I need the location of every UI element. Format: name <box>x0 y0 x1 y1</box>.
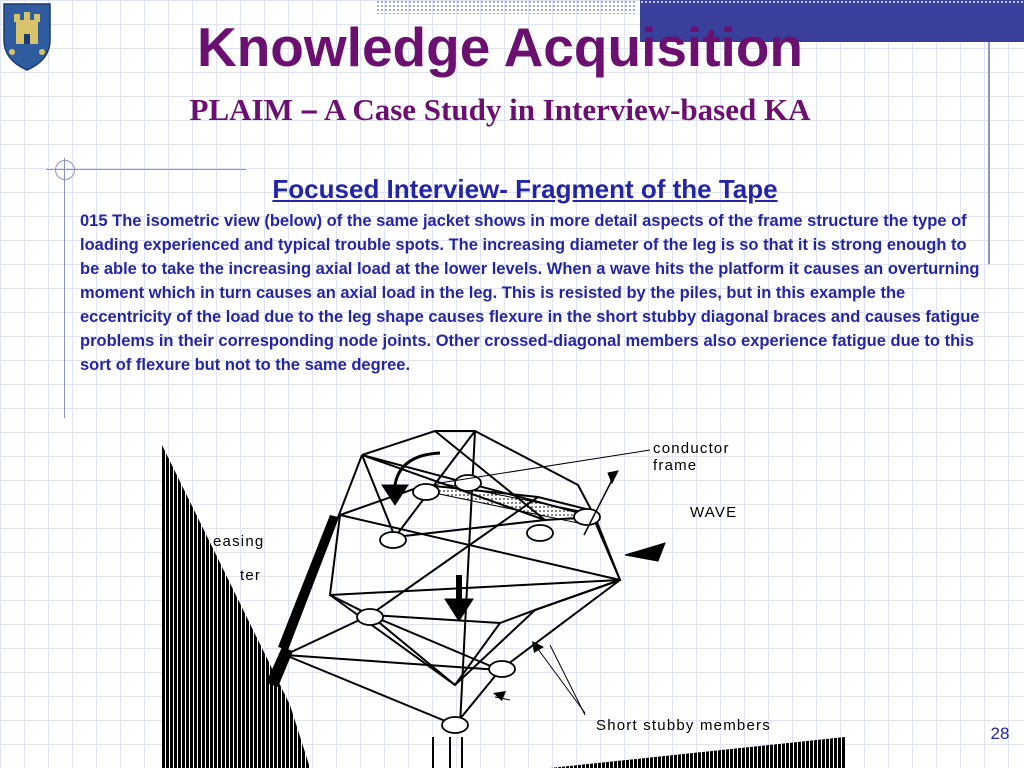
axial-load-arrow-icon <box>444 598 474 622</box>
pointer-arrow-icon <box>493 691 506 701</box>
slide-subtitle: PLAIM – A Case Study in Interview-based … <box>0 90 1000 130</box>
jacket-isometric-diagram: conductor frame WAVE easing ter Short st… <box>162 430 845 768</box>
subtitle-dash: – <box>300 92 318 127</box>
jacket-frame-lines <box>284 430 622 726</box>
diameter-label-fragment: ter <box>240 567 261 584</box>
crest-logo-icon <box>3 3 51 71</box>
load-arrows <box>381 451 666 622</box>
subtitle-part-2: A Case Study in Interview-based KA <box>317 92 811 127</box>
thick-leg-lower <box>266 647 293 687</box>
curved-arrow-head-icon <box>381 484 409 506</box>
top-right-band-texture <box>640 0 1024 4</box>
curved-arrow-icon <box>393 451 441 486</box>
section-heading: Focused Interview- Fragment of the Tape <box>272 174 778 204</box>
bullet-ring-icon <box>55 160 75 180</box>
subtitle-part-1: PLAIM <box>189 92 301 127</box>
page-number: 28 <box>990 724 1010 743</box>
short-stubby-label: Short stubby members <box>596 717 771 734</box>
interview-transcript: 015 The isometric view (below) of the sa… <box>80 212 980 374</box>
top-dotted-band <box>376 0 636 14</box>
right-accent-line <box>988 42 990 264</box>
conductor-label: conductor <box>653 440 730 457</box>
increasing-label-fragment: easing <box>213 533 264 550</box>
thick-leg-member <box>278 515 338 650</box>
seabed-hatched-strip <box>550 737 845 768</box>
top-right-band <box>640 0 1024 42</box>
pointer-arrow-icon-2 <box>532 641 544 653</box>
frame-label: frame <box>653 457 697 474</box>
wave-label: WAVE <box>690 504 737 521</box>
wave-arrow-icon <box>624 542 666 562</box>
left-vertical-line <box>64 158 65 418</box>
slide-title: Knowledge Acquisition <box>196 16 804 78</box>
label-pointers <box>439 449 651 716</box>
left-accent-line <box>46 169 246 170</box>
pile-legs <box>432 737 463 768</box>
node-joints <box>356 474 601 734</box>
seabed-hatched-area <box>162 445 310 768</box>
